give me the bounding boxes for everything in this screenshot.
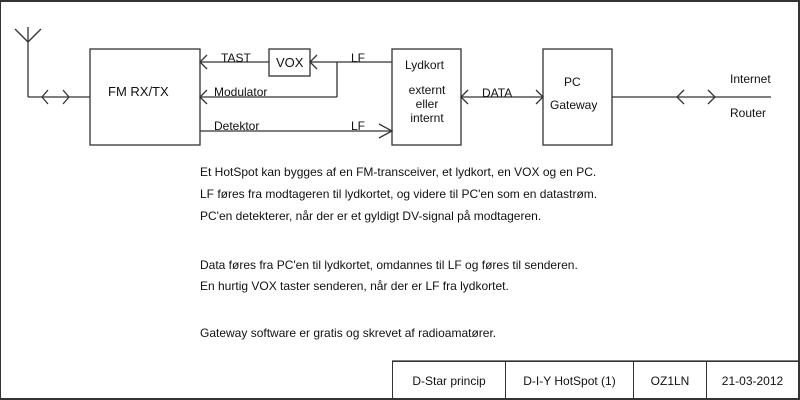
router-label: Router [730, 106, 767, 120]
description-line: En hurtig VOX taster senderen, når der e… [200, 279, 509, 293]
antenna-link [28, 89, 90, 105]
tast-line [199, 54, 269, 70]
internet-label: Internet [730, 72, 771, 86]
modulator-line [199, 62, 338, 105]
internet-line [612, 89, 771, 105]
pc-gateway-box [542, 48, 613, 146]
soundcard-sub-1: externt [408, 83, 446, 97]
soundcard-sub-3: internt [410, 111, 444, 125]
detektor-label: Detektor [214, 119, 260, 133]
vox-label: VOX [276, 55, 304, 70]
pc-label: PC [564, 75, 581, 89]
antenna-icon [14, 27, 42, 97]
description-line: Data føres fra PC'en til lydkortet, omda… [200, 258, 578, 272]
fm-rxtx-label: FM RX/TX [108, 84, 169, 99]
title-block-subject: D-Star princip [392, 361, 505, 399]
title-block-author: OZ1LN [633, 361, 706, 399]
gateway-label: Gateway [550, 98, 598, 112]
tast-label: TAST [221, 51, 251, 65]
lf-to-vox-line [309, 54, 392, 70]
detektor-line [200, 123, 394, 139]
lf-bottom-label: LF [351, 119, 366, 133]
title-block-date: 21-03-2012 [706, 361, 798, 399]
description-line: PC'en detekterer, når der er et gyldigt … [200, 209, 542, 223]
title-block-title: D-I-Y HotSpot (1) [505, 361, 633, 399]
soundcard-sub-2: eller [415, 97, 439, 111]
description-line: Et HotSpot kan bygges af en FM-transceiv… [200, 165, 597, 179]
soundcard-title: Lydkort [405, 58, 444, 72]
modulator-label: Modulator [214, 85, 268, 99]
lf-top-label: LF [351, 51, 366, 65]
data-label: DATA [482, 86, 513, 100]
description-line: LF føres fra modtageren til lydkortet, o… [200, 187, 598, 201]
data-line [460, 89, 544, 105]
description-line: Gateway software er gratis og skrevet af… [200, 326, 497, 340]
